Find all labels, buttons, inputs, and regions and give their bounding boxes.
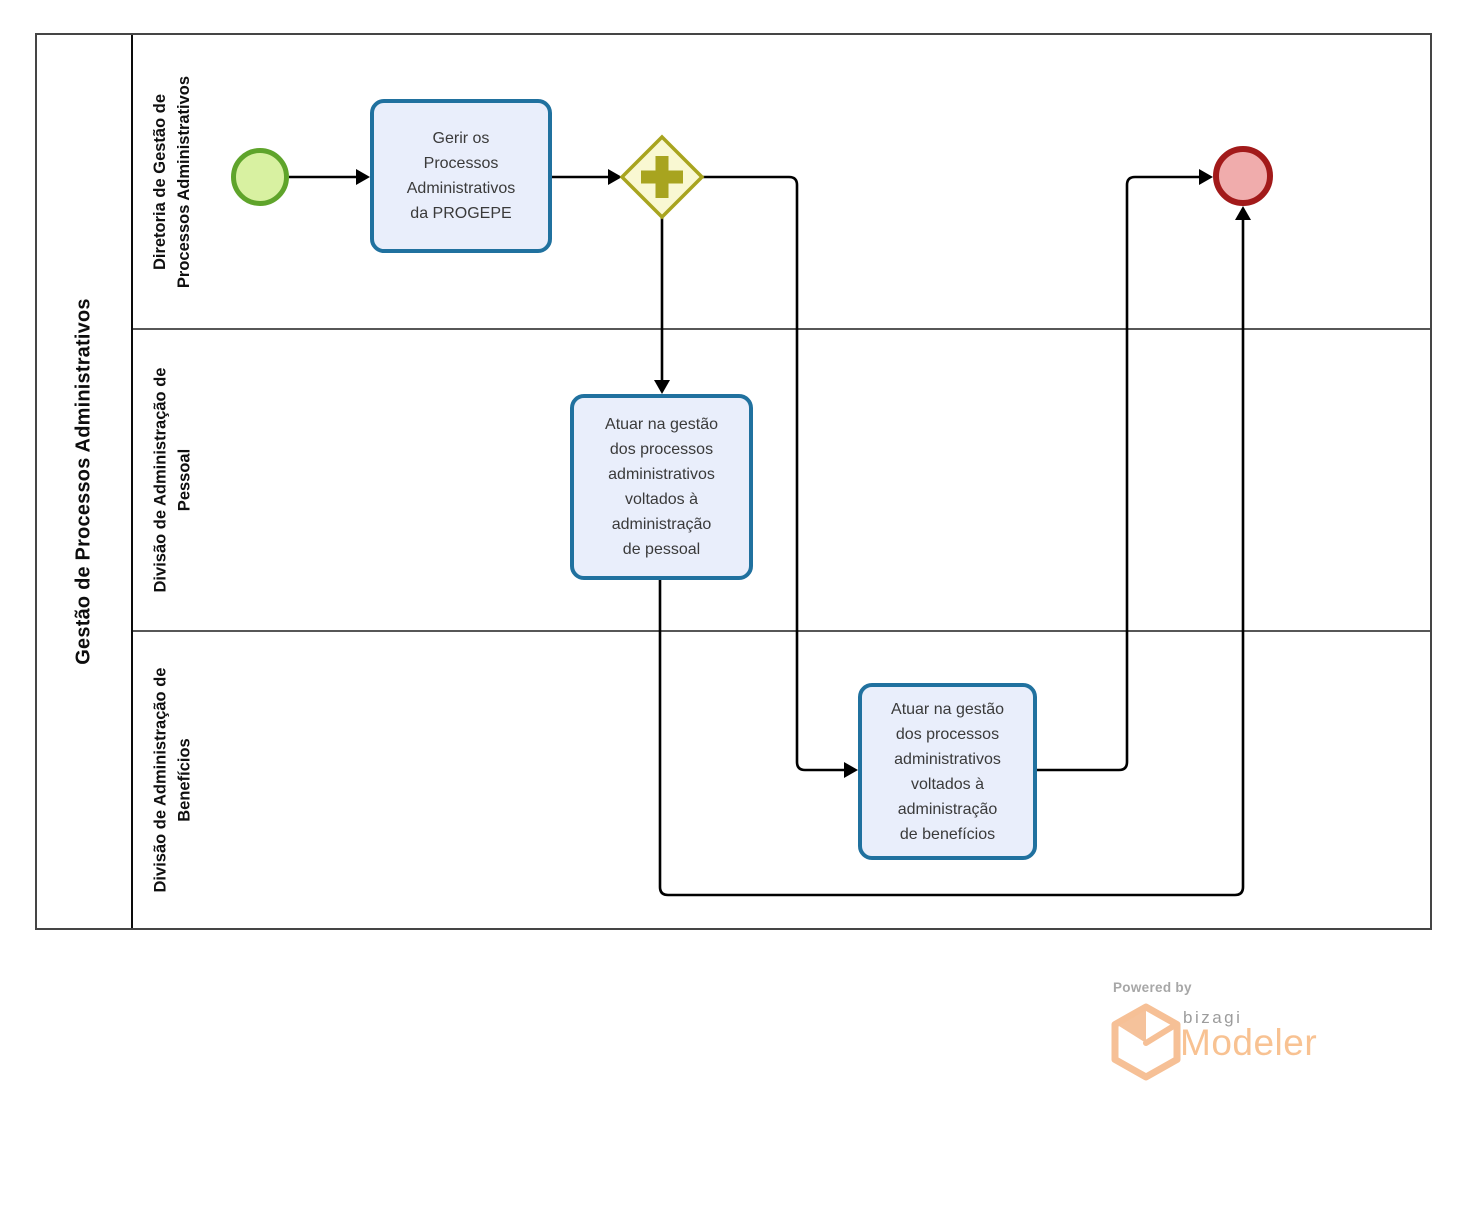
task-gestao-pessoal-label: Atuar na gestão dos processos administra… [605, 416, 718, 558]
start-event [231, 148, 289, 206]
task-gestao-beneficios: Atuar na gestão dos processos administra… [858, 683, 1037, 860]
bizagi-cube-icon [1110, 1002, 1182, 1087]
parallel-gateway-icon [619, 134, 705, 220]
lane-pessoal-label: Divisão de Administração de Pessoal [151, 367, 193, 593]
task-gestao-beneficios-label: Atuar na gestão dos processos administra… [891, 700, 1004, 843]
task-gestao-pessoal: Atuar na gestão dos processos administra… [570, 394, 753, 580]
pool-title-band: Gestão de Processos Administrativos [37, 35, 133, 928]
modeler-product-text: Modeler [1180, 1022, 1318, 1063]
pool-title: Gestão de Processos Administrativos [72, 298, 95, 665]
bizagi-brand-text: bizagi [1183, 1008, 1243, 1027]
lane-beneficios: Divisão de Administração de Benefícios [133, 632, 1430, 928]
powered-by-text: Powered by [1113, 980, 1192, 995]
lane-pessoal: Divisão de Administração de Pessoal [133, 330, 1430, 632]
end-event [1213, 146, 1273, 206]
task-gerir-processos: Gerir os Processos Administrativos da PR… [370, 99, 552, 253]
lane-beneficios-label: Divisão de Administração de Benefícios [151, 667, 193, 893]
bizagi-branding: Powered by bizagi Modeler [1108, 978, 1378, 1088]
task-gerir-processos-label: Gerir os Processos Administrativos da PR… [406, 130, 516, 222]
parallel-gateway [618, 133, 706, 221]
lane-diretoria-label: Diretoria de Gestão de Processos Adminis… [151, 75, 194, 288]
